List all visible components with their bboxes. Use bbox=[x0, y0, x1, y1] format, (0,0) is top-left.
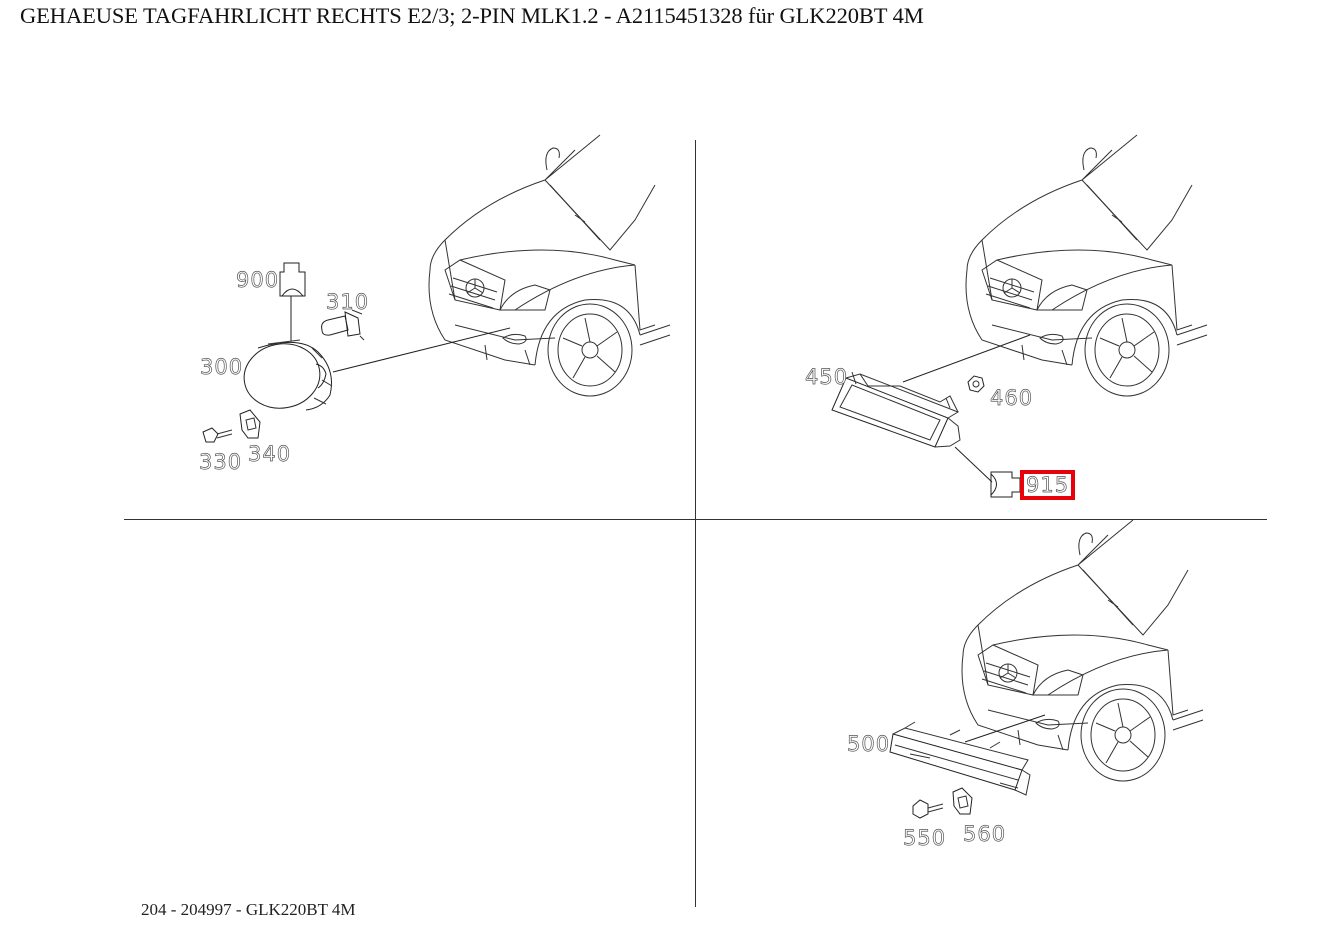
callout-460[interactable]: 460 bbox=[990, 386, 1034, 410]
callout-450[interactable]: 450 bbox=[805, 365, 849, 389]
page-title: GEHAEUSE TAGFAHRLICHT RECHTS E2/3; 2-PIN… bbox=[20, 3, 924, 28]
car-illustration-bottom-right bbox=[961, 519, 1204, 782]
callout-500[interactable]: 500 bbox=[847, 732, 891, 756]
callout-340[interactable]: 340 bbox=[248, 442, 292, 466]
quadrant-divider-horizontal bbox=[124, 519, 1267, 520]
callout-300[interactable]: 300 bbox=[200, 355, 244, 379]
callout-310[interactable]: 310 bbox=[326, 290, 370, 314]
car-illustration-top-right bbox=[965, 134, 1208, 397]
callout-560[interactable]: 560 bbox=[963, 822, 1007, 846]
car-illustration-top-left bbox=[428, 134, 671, 397]
callout-330[interactable]: 330 bbox=[199, 450, 243, 474]
callout-550[interactable]: 550 bbox=[903, 826, 947, 850]
model-footer: 204 - 204997 - GLK220BT 4M bbox=[141, 900, 356, 919]
quadrant-divider-vertical bbox=[695, 140, 696, 907]
callout-900[interactable]: 900 bbox=[236, 268, 280, 292]
callout-915-highlighted[interactable]: 915 bbox=[1020, 470, 1076, 500]
